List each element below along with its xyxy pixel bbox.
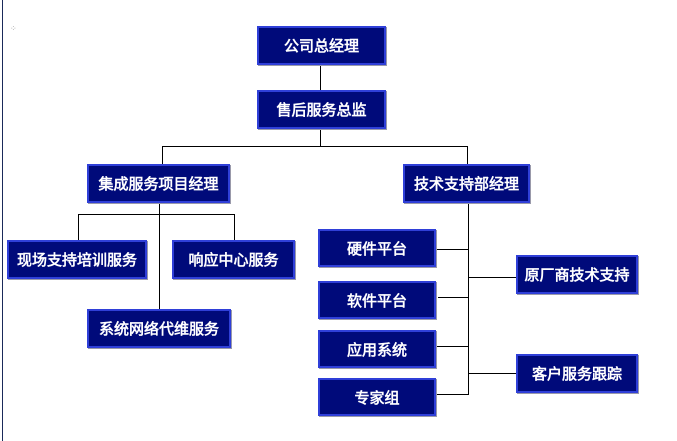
connector-line [78,214,235,215]
connector-line [468,202,469,395]
node-applications: 应用系统 [318,330,436,368]
connector-line [162,146,163,164]
node-integration-manager: 集成服务项目经理 [87,164,230,203]
node-ceo: 公司总经理 [257,26,386,65]
connector-line [320,64,321,90]
connector-line [78,214,79,240]
connector-line [468,373,516,374]
node-software: 软件平台 [318,281,436,319]
node-customer-tracking: 客户服务跟踪 [516,354,638,393]
connector-line [320,128,321,146]
connector-line [438,297,468,298]
node-director: 售后服务总监 [257,90,386,129]
connector-line [468,277,516,278]
corner-mark-icon: ⁘ [10,24,17,33]
connector-line [162,146,468,147]
node-tech-support-manager: 技术支持部经理 [403,164,530,203]
connector-line [234,214,235,240]
connector-line [436,346,468,347]
connector-line [436,249,468,250]
connector-line [159,202,160,309]
connector-line [436,394,468,395]
connector-line [467,146,468,164]
node-onsite-training: 现场支持培训服务 [7,240,147,279]
node-response-center: 响应中心服务 [172,240,295,279]
node-vendor-support: 原厂商技术支持 [516,255,638,294]
node-hardware: 硬件平台 [318,229,436,267]
node-network-maintenance: 系统网络代维服务 [87,309,231,348]
node-experts: 专家组 [318,378,436,416]
